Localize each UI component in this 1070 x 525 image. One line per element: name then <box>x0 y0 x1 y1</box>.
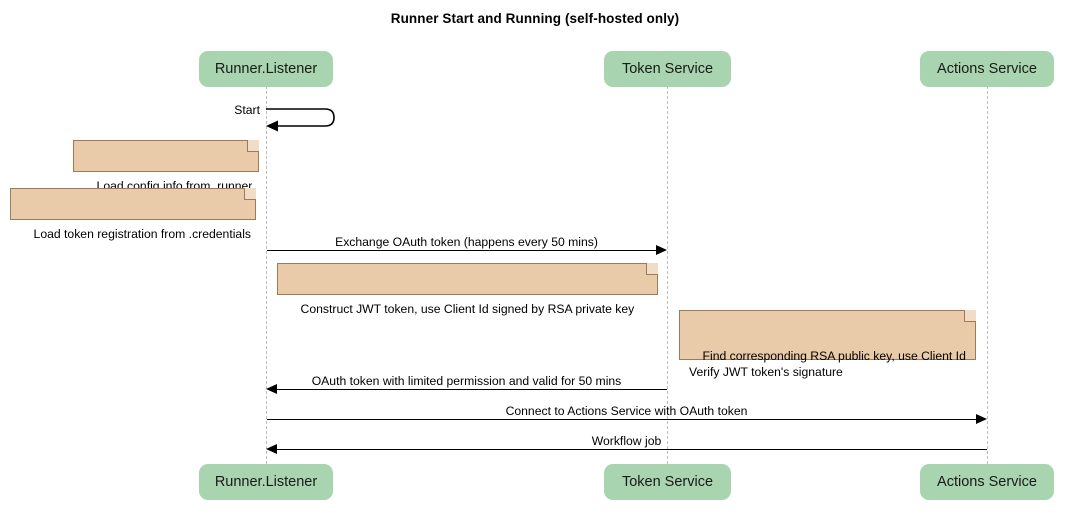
note-construct-jwt: Construct JWT token, use Client Id signe… <box>277 263 658 316</box>
message-line-exchange-oauth <box>267 250 656 251</box>
lifeline-runner <box>266 86 267 464</box>
note-verify-jwt-signature: Find corresponding RSA public key, use C… <box>679 310 976 379</box>
message-label-start: Start <box>234 103 260 117</box>
participant-label: Token Service <box>621 61 714 77</box>
note-fold-corner-icon <box>646 263 658 275</box>
message-arrowhead-exchange-oauth <box>656 245 667 255</box>
note-text: Construct JWT token, use Client Id signe… <box>300 302 635 316</box>
message-label-connect-actions: Connect to Actions Service with OAuth to… <box>505 404 748 418</box>
participant-label: Runner.Listener <box>214 474 318 490</box>
message-arrowhead-connect-actions <box>976 414 987 424</box>
note-text: Find corresponding RSA public key, use C… <box>689 349 966 379</box>
note-load-config: Load config info from .runner <box>73 140 259 193</box>
participant-actions-bottom[interactable]: Actions Service <box>920 464 1054 500</box>
message-label-oauth-token-return: OAuth token with limited permission and … <box>311 374 622 388</box>
note-load-token-registration: Load token registration from .credential… <box>10 188 256 241</box>
message-line-connect-actions <box>267 419 976 420</box>
message-label-exchange-oauth: Exchange OAuth token (happens every 50 m… <box>335 235 598 249</box>
note-fold-corner-icon <box>247 140 259 152</box>
participant-runner-top[interactable]: Runner.Listener <box>199 51 333 87</box>
message-arrowhead-oauth-token-return <box>266 384 277 394</box>
lifeline-token <box>667 86 668 464</box>
participant-label: Token Service <box>621 474 714 490</box>
note-fold-corner-icon <box>964 310 976 322</box>
participant-token-bottom[interactable]: Token Service <box>604 464 731 500</box>
participant-actions-top[interactable]: Actions Service <box>920 51 1054 87</box>
participant-label: Actions Service <box>937 61 1037 77</box>
participant-token-top[interactable]: Token Service <box>604 51 731 87</box>
participant-runner-bottom[interactable]: Runner.Listener <box>199 464 333 500</box>
message-line-oauth-token-return <box>277 389 667 390</box>
lifeline-actions <box>987 86 988 464</box>
participant-label: Runner.Listener <box>214 61 318 77</box>
participant-label: Actions Service <box>937 474 1037 490</box>
page-title: Runner Start and Running (self-hosted on… <box>390 11 680 26</box>
message-arrowhead-workflow-job <box>266 444 277 454</box>
note-fold-corner-icon <box>244 188 256 200</box>
self-message-start-arrow <box>266 108 335 132</box>
message-line-workflow-job <box>277 449 987 450</box>
note-text: Load token registration from .credential… <box>33 227 252 241</box>
message-label-workflow-job: Workflow job <box>591 434 662 448</box>
